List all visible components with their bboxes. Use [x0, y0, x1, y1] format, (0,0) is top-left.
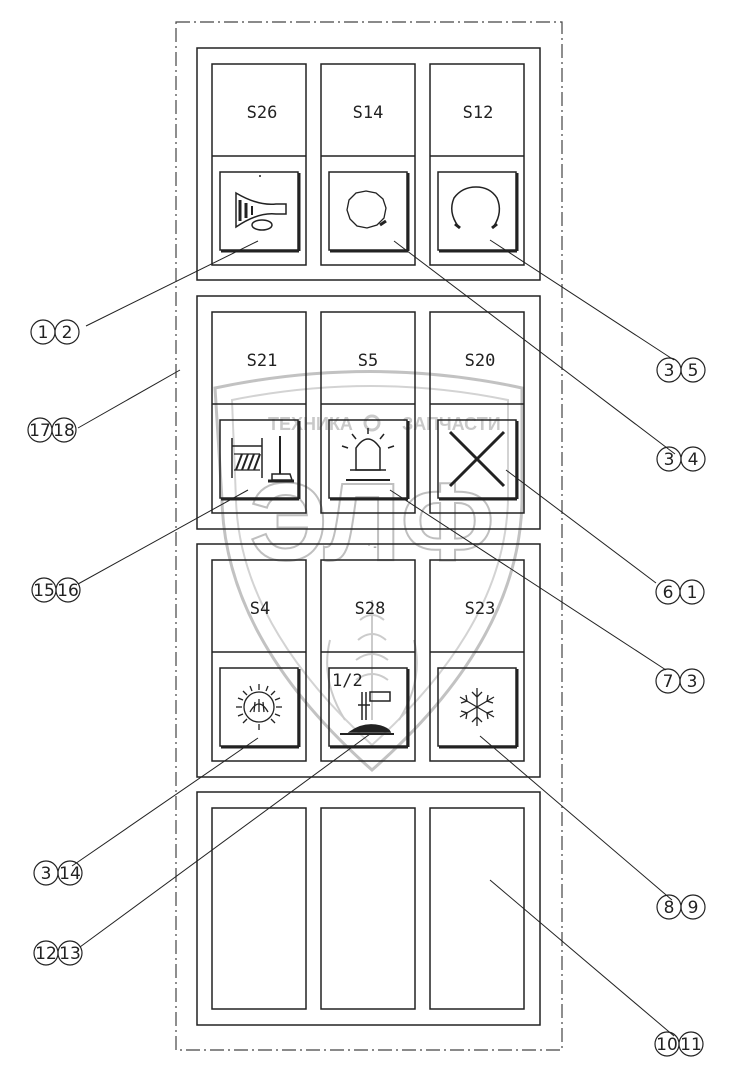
- watermark-text-2: ЗАПЧАСТИ: [402, 414, 501, 434]
- callout-3-4-b: 4: [688, 450, 699, 470]
- callout-3-14-a: 3: [41, 864, 52, 884]
- callout-8-9: 8 9: [656, 894, 706, 920]
- callout-3-5-a: 3: [664, 361, 675, 381]
- callout-3-14-b: 14: [59, 864, 81, 884]
- callout-17-18-a: 17: [29, 421, 51, 441]
- conveyor-icon: [231, 436, 294, 483]
- switch-s28-icon-text: 1/2: [332, 671, 363, 691]
- callout-10-11-a: 10: [656, 1035, 678, 1055]
- switch-label-s12: S12: [463, 103, 494, 123]
- callout-7-3-a: 7: [663, 672, 674, 692]
- callout-1-2-b: 2: [62, 323, 73, 343]
- switch-label-s20: S20: [465, 351, 496, 371]
- leader-lines: [71, 239, 676, 1037]
- callout-3-5: 3 5: [656, 357, 706, 383]
- empty-slot-2: [320, 807, 416, 1010]
- beacon-icon: [341, 428, 395, 481]
- callout-10-11-b: 11: [680, 1035, 702, 1055]
- callout-12-13-b: 13: [59, 944, 81, 964]
- callout-17-18: 17 18: [27, 417, 77, 443]
- switch-s21: S21: [211, 311, 307, 514]
- callout-15-16-a: 15: [33, 581, 55, 601]
- panel-group-3: [196, 543, 541, 778]
- callout-8-9-a: 8: [664, 898, 675, 918]
- lever-icon: [340, 691, 394, 735]
- switch-s23: S23: [429, 559, 525, 762]
- callout-3-14: 3 14: [33, 860, 83, 886]
- callout-15-16-b: 16: [57, 581, 79, 601]
- switch-s14: S14: [320, 63, 416, 266]
- callout-12-13-a: 12: [35, 944, 57, 964]
- callout-3-4-a: 3: [664, 450, 675, 470]
- callout-6-1: 6 1: [655, 579, 705, 605]
- switch-label-s21: S21: [247, 351, 278, 371]
- switch-label-s26: S26: [247, 103, 278, 123]
- callout-10-11: 10 11: [654, 1031, 704, 1057]
- switch-s28: S28 1/2: [320, 559, 416, 762]
- callout-1-2: 1 2: [30, 319, 80, 345]
- sun-icon: [236, 684, 282, 730]
- callout-12-13: 12 13: [33, 940, 83, 966]
- outer-boundary: [175, 21, 563, 1051]
- switch-label-s4: S4: [250, 599, 270, 619]
- switch-label-s23: S23: [465, 599, 496, 619]
- callout-8-9-b: 9: [688, 898, 699, 918]
- panel-group-2: [196, 295, 541, 530]
- switch-s5: S5: [320, 311, 416, 514]
- switch-s12: S12: [429, 63, 525, 266]
- switch-label-s14: S14: [353, 103, 384, 123]
- watermark-text-1: ТЕХНИКА: [268, 414, 353, 434]
- switch-s20: S20: [429, 311, 525, 514]
- panel-group-4: [196, 791, 541, 1026]
- callout-15-16: 15 16: [31, 577, 81, 603]
- circle-icon: [346, 190, 387, 229]
- callout-7-3-b: 3: [687, 672, 698, 692]
- snowflake-icon: [459, 688, 495, 726]
- switch-s4: S4: [211, 559, 307, 762]
- cross-icon: [448, 430, 506, 488]
- callout-7-3: 7 3: [655, 668, 705, 694]
- gear-icon: [363, 414, 381, 432]
- callout-1-2-a: 1: [38, 323, 49, 343]
- switch-s26: S26: [211, 63, 307, 266]
- callout-17-18-b: 18: [53, 421, 75, 441]
- open-circle-icon: [451, 186, 501, 230]
- switch-label-s5: S5: [358, 351, 378, 371]
- switch-label-s28: S28: [355, 599, 386, 619]
- horn-icon: [235, 175, 287, 231]
- callout-3-5-b: 5: [688, 361, 699, 381]
- callout-6-1-a: 6: [663, 583, 674, 603]
- callout-6-1-b: 1: [687, 583, 698, 603]
- empty-slot-3: [429, 807, 525, 1010]
- callout-3-4: 3 4: [656, 446, 706, 472]
- empty-slot-1: [211, 807, 307, 1010]
- panel-group-1: [196, 47, 541, 281]
- small-mark: '-: [366, 542, 378, 553]
